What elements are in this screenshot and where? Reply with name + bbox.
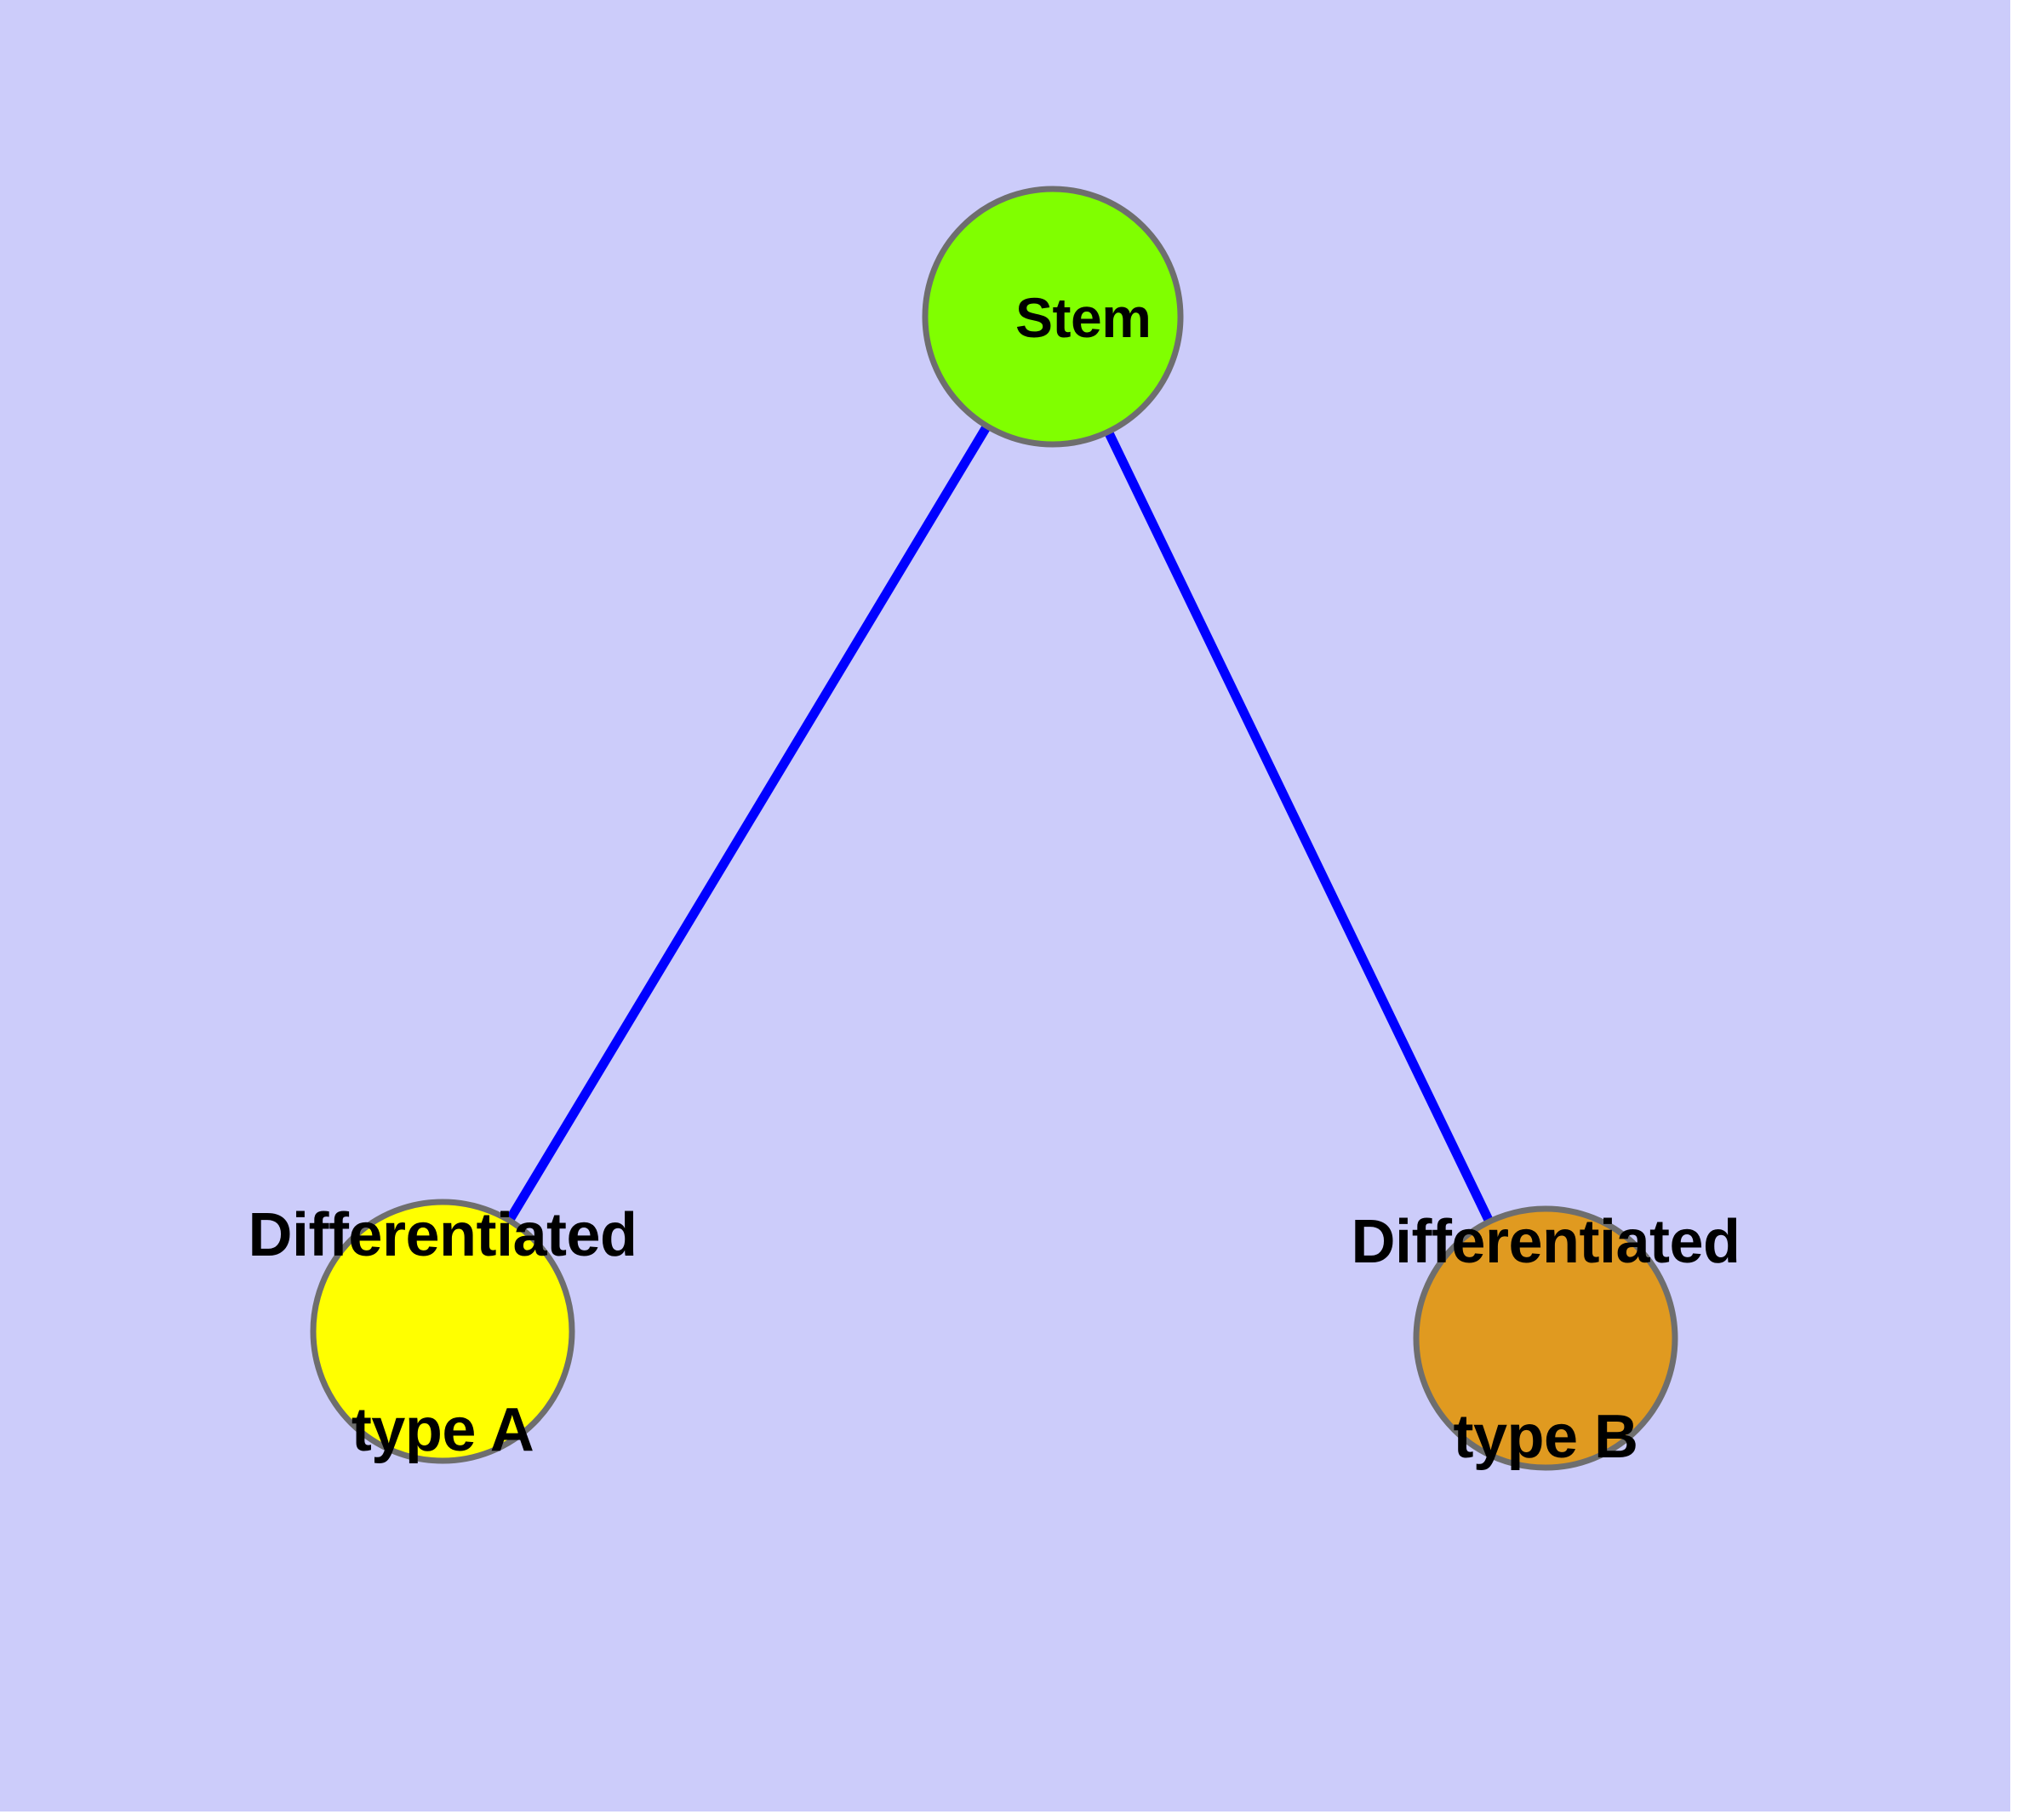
edge-group	[438, 314, 1550, 1341]
node-circle-stem[interactable]	[922, 186, 1184, 448]
node-group	[310, 186, 1678, 1471]
edge-stem-to-type-b[interactable]	[1049, 314, 1550, 1341]
node-circle-differentiated-type-a[interactable]	[310, 1199, 575, 1464]
node-circle-differentiated-type-b[interactable]	[1413, 1205, 1678, 1471]
edge-stem-to-type-a[interactable]	[438, 314, 1057, 1334]
